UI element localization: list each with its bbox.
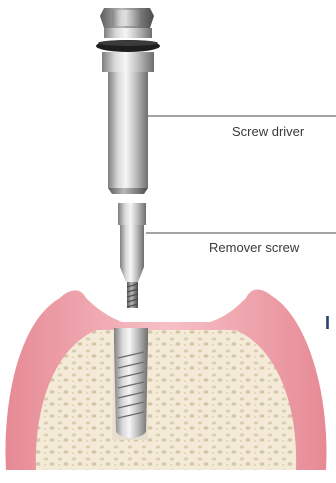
cropped-edge-text: I: [325, 313, 330, 334]
screw-driver-label: Screw driver: [232, 124, 304, 139]
remover-screw-label: Remover screw: [209, 240, 299, 255]
remover-screw: [118, 203, 146, 308]
jaw-bone: [36, 330, 296, 470]
screw-driver: [96, 8, 160, 194]
dental-implant: [114, 328, 148, 438]
